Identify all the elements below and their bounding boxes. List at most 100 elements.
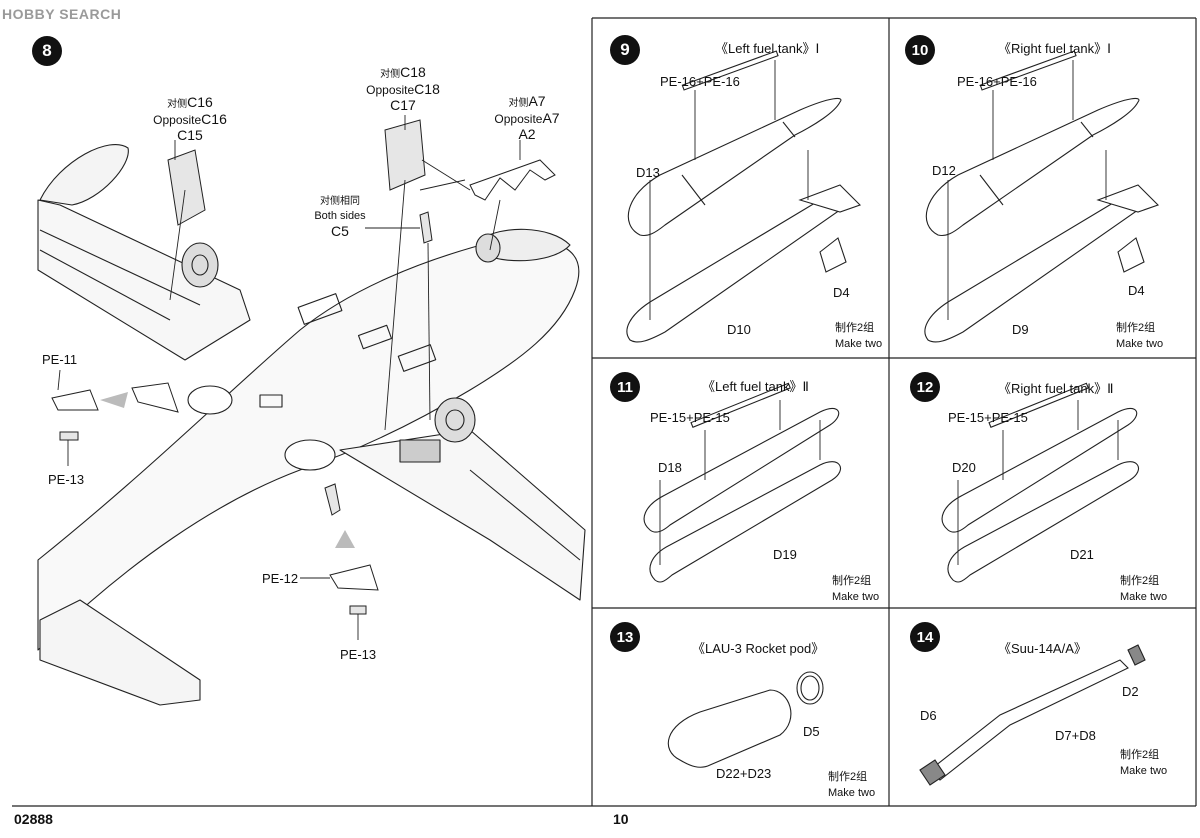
- catalog-code: 02888: [14, 811, 53, 827]
- part-d6: [919, 759, 946, 786]
- part-pe13-a: [59, 431, 79, 441]
- step-10-title: 《Right fuel tank》Ⅰ: [998, 41, 1111, 56]
- tail-plane: [39, 599, 201, 706]
- step-11-title: 《Left fuel tank》Ⅱ: [702, 379, 809, 394]
- part-pe11-b: [131, 382, 179, 413]
- callout-a2-part: A2: [518, 126, 536, 142]
- step-12-make-cn: 制作2组: [1120, 575, 1160, 587]
- step-9-badge: 9: [610, 35, 640, 65]
- step-8-badge: 8: [32, 36, 62, 66]
- step-12-badge: 12: [910, 372, 940, 402]
- step-14-make-two: 制作2组 Make two: [1120, 747, 1167, 779]
- callout-c18-cn: 对侧: [380, 69, 401, 80]
- step-9-part-d13: D13: [636, 165, 660, 180]
- callout-c18-opposite: Opposite: [366, 83, 415, 97]
- step-12-pe: PE-15+PE-15: [948, 410, 1028, 425]
- callout-a7: 对侧A7 OppositeA7 A2: [482, 94, 572, 142]
- tank11-lower: [649, 461, 842, 583]
- step-9-make-two: 制作2组 Make two: [835, 320, 882, 352]
- callout-c5-part: C5: [331, 223, 349, 239]
- part-c15: [167, 149, 206, 226]
- step-10-badge: 10: [905, 35, 935, 65]
- wing-tank: [39, 144, 129, 206]
- aircraft-drawing: [37, 115, 586, 706]
- step-13-part-d5: D5: [803, 724, 820, 739]
- callout-c5-both: Both sides: [314, 210, 366, 222]
- tank12-lower: [947, 461, 1140, 583]
- callout-c15-part: C15: [177, 127, 203, 143]
- fuel-tank-drawings: [626, 50, 1160, 786]
- arrow-pe11: [100, 392, 128, 408]
- step-9-make-cn: 制作2组: [835, 322, 875, 334]
- step-10-part-d12: D12: [932, 163, 956, 178]
- rocket-pod: [667, 689, 792, 768]
- step-14-make-cn: 制作2组: [1120, 749, 1160, 761]
- step-12-title: 《Right fuel tank》Ⅱ: [998, 381, 1114, 396]
- step-12-make-en: Make two: [1120, 591, 1168, 603]
- callout-c16-part: C16: [187, 94, 213, 110]
- callout-c18-part: C18: [400, 64, 426, 80]
- part-c17: [384, 119, 426, 191]
- part-d2: [1127, 644, 1146, 666]
- step-10-part-d4: D4: [1128, 283, 1145, 298]
- callout-a7-part2: A7: [542, 110, 560, 126]
- step-10-make-two: 制作2组 Make two: [1116, 320, 1163, 352]
- step-14-make-en: Make two: [1120, 765, 1168, 777]
- step-10-pe: PE-16+PE-16: [957, 74, 1037, 89]
- step-13-part-d22-d23: D22+D23: [716, 766, 772, 781]
- callout-a7-opposite: Opposite: [494, 112, 543, 126]
- part-pe12: [329, 564, 379, 591]
- step-10-part-d9: D9: [1012, 322, 1029, 337]
- callout-c16-part2: C16: [201, 111, 227, 127]
- step-14-part-d7-d8: D7+D8: [1055, 728, 1096, 743]
- callout-c5: 对侧相同 Both sides C5: [300, 194, 380, 239]
- step-11-make-cn: 制作2组: [832, 575, 872, 587]
- part-a2: [469, 159, 556, 201]
- fin10: [1096, 184, 1160, 213]
- callout-c16-opposite: Opposite: [153, 113, 202, 127]
- tank10-upper: [925, 97, 1140, 237]
- step-9-make-en: Make two: [835, 338, 883, 350]
- step-12-part-d20: D20: [952, 460, 976, 475]
- callout-a7-cn: 对侧: [508, 98, 529, 109]
- canopy: [479, 228, 571, 262]
- step-11-pe: PE-15+PE-15: [650, 410, 730, 425]
- step-14-part-d2: D2: [1122, 684, 1139, 699]
- step-13-make-two: 制作2组 Make two: [828, 769, 875, 801]
- step-11-part-d18: D18: [658, 460, 682, 475]
- step-9-pe: PE-16+PE-16: [660, 74, 740, 89]
- callout-a7-part: A7: [528, 93, 546, 109]
- label-pe13-b: PE-13: [340, 647, 377, 662]
- part10-d4: [1117, 237, 1145, 273]
- callout-c5-cn: 对侧相同: [320, 196, 360, 207]
- step-13-title: 《LAU-3 Rocket pod》: [692, 641, 825, 656]
- part-small-arm: [324, 483, 341, 516]
- step-13-make-cn: 制作2组: [828, 771, 868, 783]
- left-wing: [37, 199, 251, 361]
- callout-c16: 对侧C16 OppositeC16 C15: [145, 95, 235, 143]
- step-11-badge: 11: [610, 372, 640, 402]
- label-pe11: PE-11: [42, 352, 78, 367]
- step-14-part-d6: D6: [920, 708, 937, 723]
- fin9: [798, 184, 862, 213]
- step-9-title: 《Left fuel tank》Ⅰ: [715, 41, 820, 56]
- callout-c18: 对侧C18 OppositeC18 C17: [358, 65, 448, 113]
- step-14-badge: 14: [910, 622, 940, 652]
- step-11-part-d19: D19: [773, 547, 797, 562]
- step-10-make-en: Make two: [1116, 338, 1164, 350]
- callout-c16-cn: 对侧: [167, 99, 188, 110]
- step-13-badge: 13: [610, 622, 640, 652]
- part-c5: [419, 211, 433, 244]
- step-9-part-d4: D4: [833, 285, 850, 300]
- label-pe12: PE-12: [262, 571, 299, 586]
- step-12-part-d21: D21: [1070, 547, 1094, 562]
- part-pe11: [51, 389, 99, 411]
- callout-c18-part2: C18: [414, 81, 440, 97]
- step-10-make-cn: 制作2组: [1116, 322, 1156, 334]
- step-14-title: 《Suu-14A/A》: [998, 641, 1087, 656]
- step-9-part-d10: D10: [727, 322, 751, 337]
- callout-c17-part: C17: [390, 97, 416, 113]
- step-13-make-en: Make two: [828, 787, 876, 799]
